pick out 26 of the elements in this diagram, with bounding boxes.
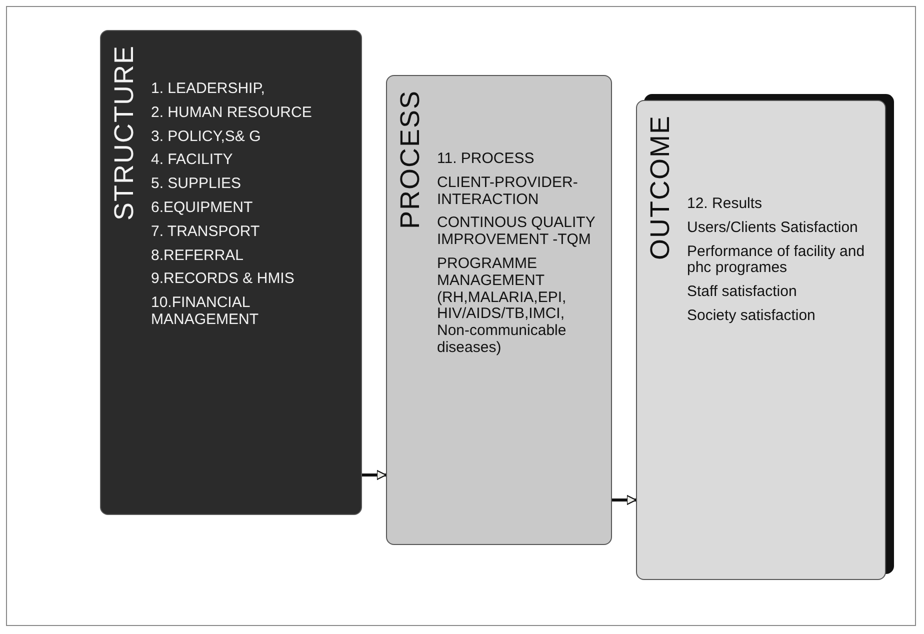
list-item: 7. TRANSPORT <box>151 224 261 241</box>
list-item: 3. POLICY,S& G <box>151 128 262 146</box>
list-item: 6.EQUIPMENT <box>151 200 254 217</box>
list-item: Users/Clients Satisfaction <box>687 220 859 237</box>
list-item: Society satisfaction <box>687 308 816 325</box>
list-item: 8.REFERRAL <box>151 248 245 264</box>
list-item: 10.FINANCIAL MANAGEMENT <box>151 295 260 329</box>
arrow <box>362 470 387 480</box>
arrow <box>612 494 637 506</box>
list-item: CLIENT-PROVIDER-INTERACTION <box>437 174 579 208</box>
panel-heading: PROCESS <box>395 90 426 230</box>
list-item: 1. LEADERSHIP, <box>151 81 266 98</box>
list-item: CONTINOUS QUALITY IMPROVEMENT -TQM <box>437 215 596 249</box>
list-item: Staff satisfaction <box>687 284 798 301</box>
list-item: 11. PROCESS <box>437 151 536 168</box>
panel-card <box>386 75 612 545</box>
list-item: PROGRAMME MANAGEMENT (RH,MALARIA,EPI, HIV/AIDS/TB,IMCI, Non-communicable diseases) <box>437 256 568 357</box>
list-item: 4. FACILITY <box>151 152 234 170</box>
list-item: Performance of facility and phc programes <box>687 244 866 278</box>
panel-heading: OUTCOME <box>645 115 676 260</box>
panel-card <box>100 30 362 515</box>
panel-heading: STRUCTURE <box>109 45 140 220</box>
list-item: 12. Results <box>687 196 764 213</box>
list-item: 2. HUMAN RESOURCE <box>151 104 313 122</box>
list-item: 5. SUPPLIES <box>151 176 242 193</box>
list-item: 9.RECORDS & HMIS <box>151 271 296 288</box>
